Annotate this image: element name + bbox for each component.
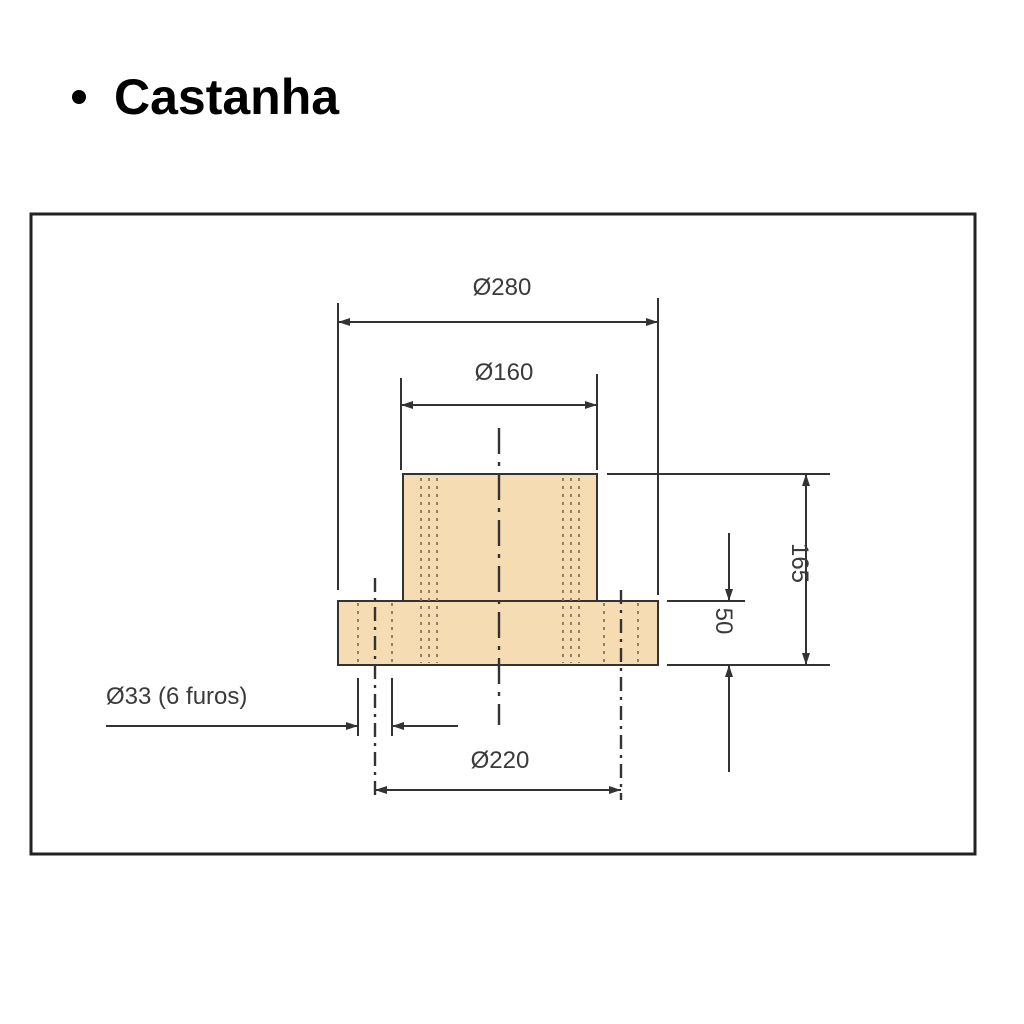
hole-centerlines [373, 578, 623, 800]
dim-label-165: 165 [786, 543, 813, 583]
dimension-lines [106, 318, 810, 794]
page-title: Castanha [114, 69, 340, 125]
heading: Castanha [72, 72, 339, 122]
dim-label-160: Ø160 [475, 359, 534, 386]
hidden-lines-top [420, 478, 580, 663]
hidden-lines-holes [357, 603, 639, 663]
dim-label-50: 50 [710, 608, 737, 635]
dim-label-280: Ø280 [473, 274, 532, 301]
drawing-frame [29, 212, 977, 856]
dim-label-holes: Ø33 (6 furos) [106, 683, 247, 710]
dim-label-220: Ø220 [471, 747, 530, 774]
nut-part [337, 428, 659, 800]
bullet-icon [72, 90, 86, 104]
